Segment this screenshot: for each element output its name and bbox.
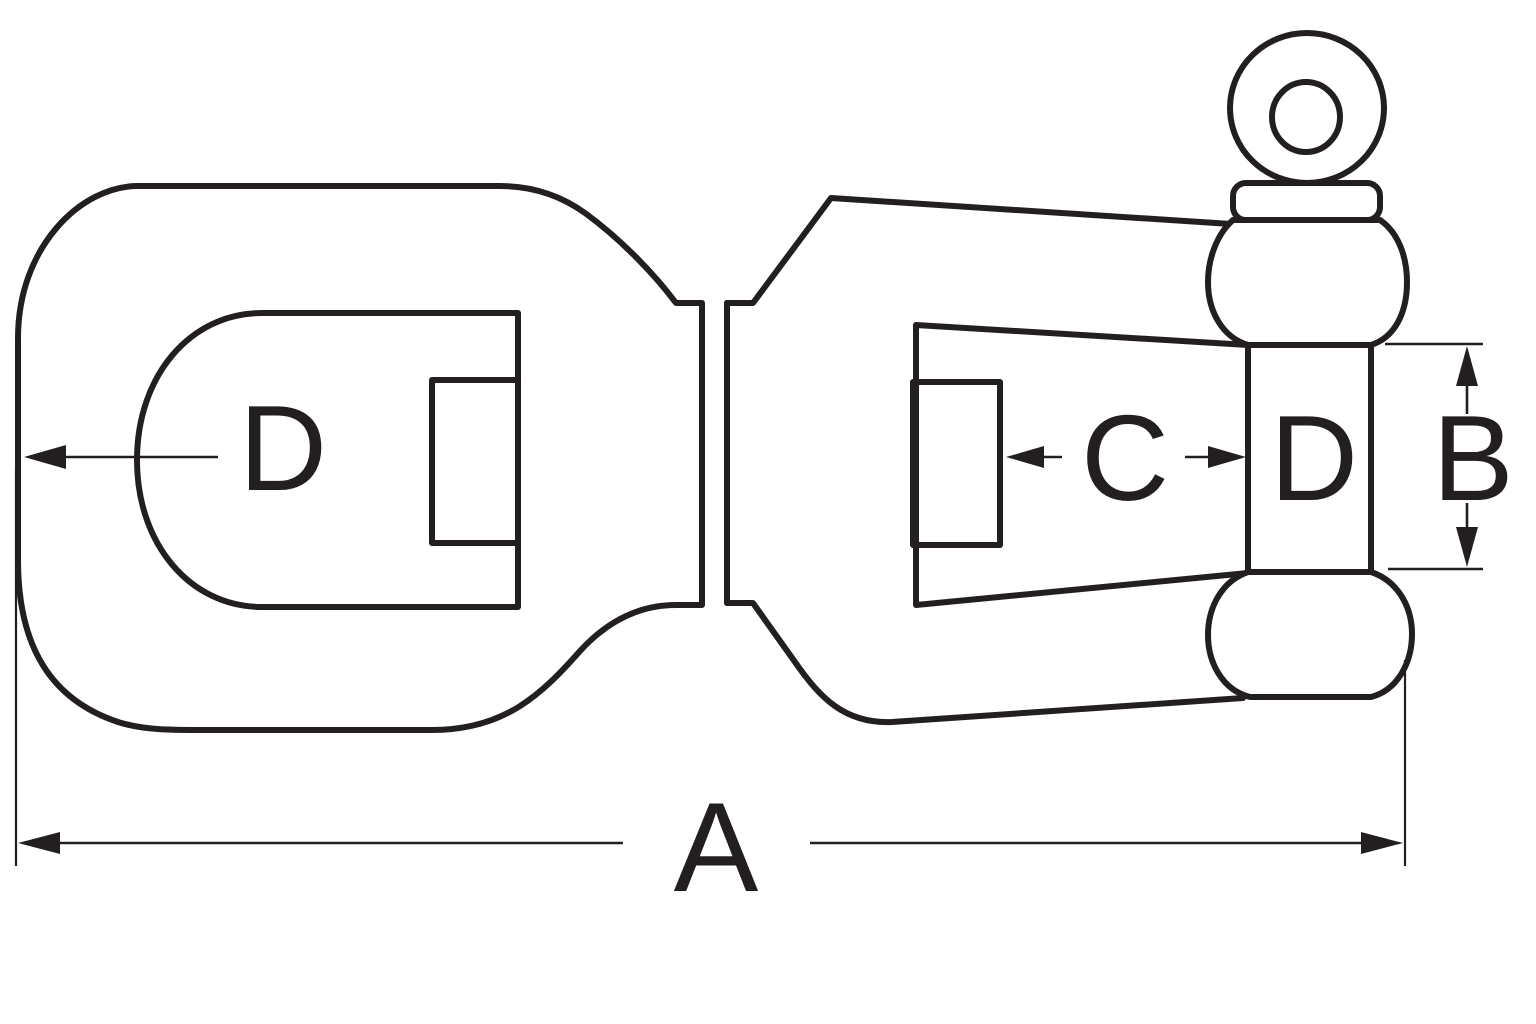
eye-inner-slot <box>134 310 521 610</box>
dimension-d-left-arrowhead <box>24 445 66 469</box>
pin-assembly <box>1205 30 1415 700</box>
jaw-body <box>724 195 1251 726</box>
eye-body <box>15 183 705 734</box>
eye-outer-outline <box>15 183 705 734</box>
label-b: B <box>1432 390 1513 526</box>
dimension-b-down-arrowhead <box>1456 527 1478 567</box>
label-a: A <box>674 776 759 918</box>
label-d-right: D <box>1270 390 1358 526</box>
dimension-b-up-arrowhead <box>1456 346 1478 386</box>
jaw-outer-top-edge <box>724 195 1234 306</box>
pin-ball <box>1205 569 1415 700</box>
dimension-a-right-arrowhead <box>1361 832 1403 854</box>
label-d-left: D <box>239 380 327 516</box>
dimension-a: A <box>14 468 1407 918</box>
pin-ring-hole <box>1269 79 1343 155</box>
dimension-b: B <box>1385 342 1514 571</box>
pin-ring-outer <box>1227 30 1387 186</box>
dimension-c-left-arrowhead <box>1006 446 1044 468</box>
pin-collar <box>1230 180 1383 223</box>
dimension-c-right-arrowhead <box>1208 446 1246 468</box>
pin-barrel <box>1205 217 1410 348</box>
dimension-d-right: D <box>1270 390 1358 526</box>
dimension-d-left: D <box>24 380 327 516</box>
jaw-pin-cross-section <box>910 379 1003 548</box>
dimension-a-left-arrowhead <box>18 832 60 854</box>
label-c: C <box>1081 390 1169 526</box>
eye-pin-cross-section <box>429 377 521 546</box>
jaw-outer-bottom-edge <box>724 600 1246 726</box>
dimension-c: C <box>1006 390 1246 526</box>
